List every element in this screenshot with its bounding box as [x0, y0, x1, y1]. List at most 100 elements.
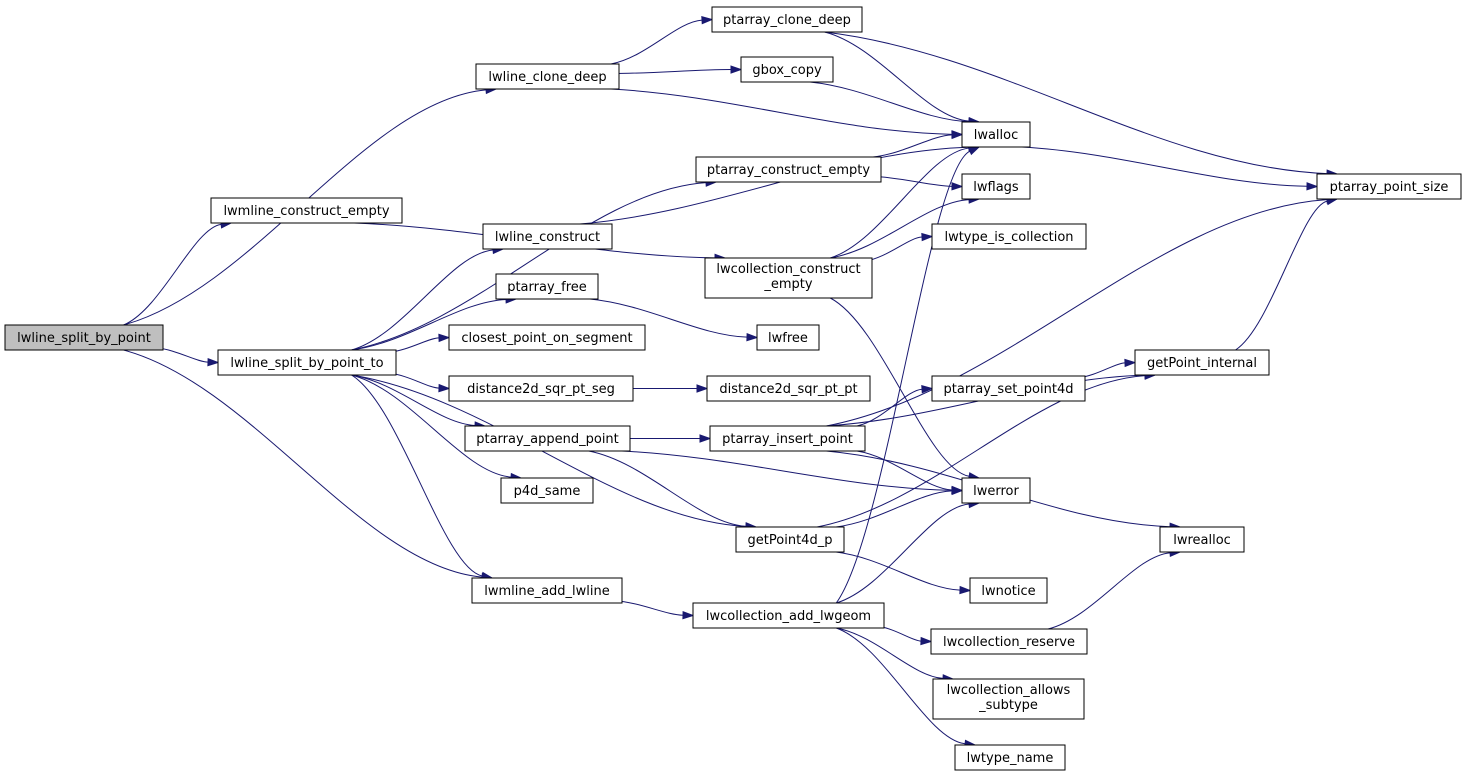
edge-lwcollection_add_lwgeom-to-lwcollection_reserve: [875, 625, 933, 646]
node-ptarray-clone-deep[interactable]: ptarray_clone_deep: [711, 6, 863, 33]
node-lwmline-construct-empty[interactable]: lwmline_construct_empty: [210, 197, 403, 224]
edge-lwmline_add_lwline-to-lwcollection_add_lwgeom: [613, 600, 695, 620]
node-label: lwline_split_by_point: [17, 331, 151, 346]
node-lwline-construct[interactable]: lwline_construct: [482, 223, 613, 250]
node-lwline-split-by-point-to[interactable]: lwline_split_by_point_to: [217, 349, 397, 376]
arrow-head-icon: [438, 333, 451, 343]
node-closest-point-on-segment[interactable]: closest_point_on_segment: [448, 324, 646, 351]
node-label: lwmline_add_lwline: [484, 584, 610, 599]
edge-lwline_split_by_point_to-to-closest_point_on_segment: [387, 333, 451, 353]
edge-getPoint4d_p-to-lwnotice: [835, 551, 972, 595]
node-label: ptarray_append_point: [476, 432, 619, 447]
edge-lwline_clone_deep-to-lwalloc: [610, 88, 964, 139]
node-lwflags[interactable]: lwflags: [961, 173, 1031, 200]
node-lwerror[interactable]: lwerror: [961, 477, 1031, 504]
node-label: _subtype: [978, 698, 1038, 713]
edge-lwcollection_add_lwgeom-to-lwerror: [836, 499, 981, 604]
edge-lwline_clone_deep-to-gbox_copy: [610, 65, 743, 75]
edge-lwcollection_add_lwgeom-to-lwalloc: [835, 146, 981, 604]
edge-ptarray_clone_deep-to-ptarray_point_size: [824, 31, 1339, 178]
arrow-head-icon: [701, 15, 714, 25]
node-label: ptarray_point_size: [1330, 180, 1449, 195]
node-lwcollection-reserve[interactable]: lwcollection_reserve: [930, 628, 1088, 655]
node-label: getPoint4d_p: [748, 533, 833, 548]
edge-lwline_split_by_point_to-to-distance2d_sqr_pt_seg: [387, 372, 451, 393]
edge-ptarray_append_point-to-lwerror: [621, 450, 964, 495]
edge-lwcollection_construct_empty-to-lwtype_is_collection: [863, 232, 934, 262]
edge-ptarray_construct_empty-to-lwflags: [872, 175, 964, 191]
node-label: closest_point_on_segment: [461, 331, 632, 346]
arrow-head-icon: [921, 232, 934, 242]
node-label: lwline_clone_deep: [488, 70, 606, 85]
arrow-head-icon: [1306, 182, 1319, 191]
node-lwcollection-add-lwgeom[interactable]: lwcollection_add_lwgeom: [692, 602, 885, 629]
edge-ptarray_append_point-to-ptarray_insert_point: [621, 434, 712, 443]
edge-ptarray_construct_empty-to-lwalloc: [872, 130, 964, 158]
node-lwcollection-construct-empty[interactable]: lwcollection_construct_empty: [704, 257, 873, 299]
node-lwline-clone-deep[interactable]: lwline_clone_deep: [475, 63, 620, 90]
edge-lwline_construct-to-lwalloc: [579, 143, 981, 225]
arrow-head-icon: [207, 357, 220, 367]
node-label: p4d_same: [514, 484, 581, 499]
node-label: lwcollection_reserve: [943, 635, 1075, 650]
node-lwmline-add-lwline[interactable]: lwmline_add_lwline: [471, 577, 623, 604]
arrow-head-icon: [730, 65, 743, 74]
edge-lwline_split_by_point_to-to-lwmline_add_lwline: [351, 374, 494, 580]
arrow-head-icon: [1124, 358, 1137, 368]
node-label: ptarray_clone_deep: [723, 13, 851, 28]
node-distance2d-sqr-pt-pt[interactable]: distance2d_sqr_pt_pt: [706, 375, 871, 402]
node-lwtype-name[interactable]: lwtype_name: [954, 744, 1066, 771]
edge-lwalloc-to-ptarray_point_size: [1021, 146, 1319, 191]
node-label: lwline_construct: [495, 230, 600, 245]
node-label: _empty: [763, 277, 813, 292]
node-ptarray-append-point[interactable]: ptarray_append_point: [464, 425, 631, 452]
arrow-head-icon: [696, 384, 709, 393]
node-lwline-split-by-point[interactable]: lwline_split_by_point: [4, 324, 164, 351]
edge-ptarray_free-to-lwfree: [589, 298, 759, 342]
node-ptarray-construct-empty[interactable]: ptarray_construct_empty: [695, 156, 882, 183]
node-label: distance2d_sqr_pt_seg: [467, 382, 615, 397]
node-lwcollection-allows-subtype[interactable]: lwcollection_allows_subtype: [932, 678, 1085, 720]
arrow-head-icon: [951, 486, 964, 496]
node-lwalloc[interactable]: lwalloc: [961, 121, 1031, 148]
edge-lwline_split_by_point-to-lwmline_construct_empty: [123, 220, 233, 326]
node-label: lwcollection_allows: [947, 683, 1071, 698]
node-lwrealloc[interactable]: lwrealloc: [1159, 526, 1245, 553]
node-lwtype-is-collection[interactable]: lwtype_is_collection: [931, 223, 1087, 250]
node-lwfree[interactable]: lwfree: [756, 324, 820, 351]
arrow-head-icon: [959, 585, 972, 595]
node-label: lwnotice: [981, 584, 1035, 599]
arrow-head-icon: [951, 130, 964, 140]
node-label: gbox_copy: [752, 63, 822, 78]
node-label: ptarray_insert_point: [722, 432, 853, 447]
node-label: lwalloc: [974, 128, 1019, 143]
edge-getPoint_internal-to-ptarray_point_size: [1235, 197, 1339, 351]
arrow-head-icon: [746, 332, 759, 342]
node-ptarray-free[interactable]: ptarray_free: [495, 273, 599, 300]
node-lwnotice[interactable]: lwnotice: [969, 577, 1048, 604]
arrow-head-icon: [967, 146, 981, 156]
node-getPoint-internal[interactable]: getPoint_internal: [1134, 349, 1270, 376]
arrow-head-icon: [682, 611, 695, 620]
node-ptarray-set-point4d[interactable]: ptarray_set_point4d: [931, 375, 1086, 402]
node-label: ptarray_construct_empty: [707, 163, 870, 178]
edge-lwline_split_by_point_to-to-ptarray_construct_empty: [351, 178, 718, 351]
edge-lwcollection_reserve-to-lwrealloc: [1047, 548, 1182, 630]
node-label: lwline_split_by_point_to: [230, 356, 383, 371]
edge-distance2d_sqr_pt_seg-to-distance2d_sqr_pt_pt: [625, 384, 709, 393]
node-ptarray-point-size[interactable]: ptarray_point_size: [1316, 173, 1462, 200]
node-label: lwcollection_add_lwgeom: [706, 609, 871, 624]
edge-lwline_split_by_point-to-lwmline_add_lwline: [123, 349, 494, 582]
arrow-head-icon: [438, 383, 451, 393]
node-label: ptarray_free: [507, 280, 587, 295]
node-getPoint4d-p[interactable]: getPoint4d_p: [735, 526, 845, 553]
node-p4d-same[interactable]: p4d_same: [500, 477, 594, 504]
node-gbox-copy[interactable]: gbox_copy: [740, 56, 834, 83]
node-label: lwfree: [768, 331, 808, 346]
node-ptarray-insert-point[interactable]: ptarray_insert_point: [709, 425, 866, 452]
node-distance2d-sqr-pt-seg[interactable]: distance2d_sqr_pt_seg: [448, 375, 634, 402]
edge-lwline_split_by_point-to-lwline_split_by_point_to: [154, 347, 220, 367]
edge-ptarray_set_point4d-to-getPoint_internal: [1076, 358, 1137, 379]
node-label: lwtype_is_collection: [944, 230, 1073, 245]
